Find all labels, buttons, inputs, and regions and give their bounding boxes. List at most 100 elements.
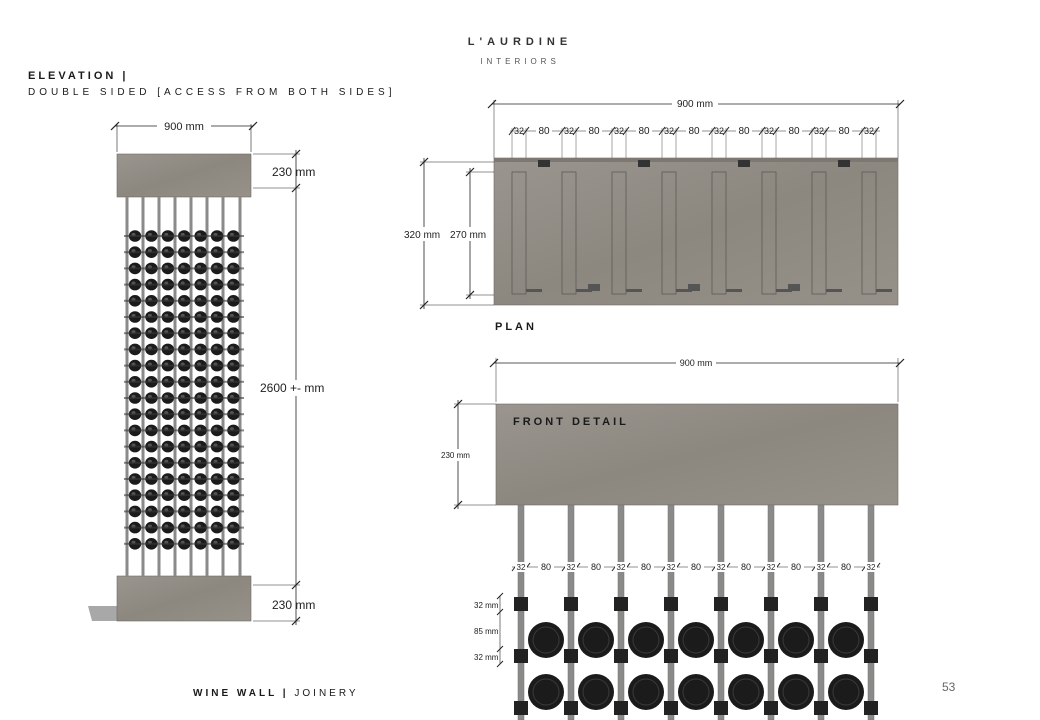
bottle-rim	[632, 678, 660, 706]
elevation-rack-bar	[124, 510, 244, 513]
plan-slot-foot	[576, 289, 592, 292]
front-dim-32: 32	[717, 563, 726, 572]
elevation-rod	[189, 197, 193, 576]
elevation-rack-bar	[124, 445, 244, 448]
plan-slot	[611, 171, 627, 295]
bottle-rim	[732, 626, 760, 654]
footer-title-bold: WINE WALL	[193, 688, 278, 699]
elevation-drawing: 900 mm 230 mm 2600 +- mm 230 mm	[88, 119, 336, 626]
elevation-rod	[141, 197, 145, 576]
front-rod-bracket	[714, 701, 728, 715]
front-dim-v-32b: 32 mm	[474, 653, 499, 662]
elevation-title: ELEVATION |	[28, 70, 129, 82]
front-dim-32: 32	[817, 563, 826, 572]
elevation-rack-bar	[124, 380, 244, 383]
front-rods	[517, 504, 875, 720]
plan-slot-foot	[826, 289, 842, 292]
plan-slot-foot	[676, 289, 692, 292]
front-dim-height: 230 mm	[441, 451, 470, 460]
plan-dim-80: 80	[588, 126, 600, 137]
elevation-rod	[221, 197, 225, 576]
front-rod-bracket	[814, 649, 828, 663]
plan-dim-80: 80	[638, 126, 650, 137]
plan-slot-foot	[626, 289, 642, 292]
plan-dim-depth-outer: 320 mm	[404, 230, 440, 241]
plan-dim-80: 80	[738, 126, 750, 137]
plan-slot-foot	[776, 289, 792, 292]
front-rod-bracket	[514, 701, 528, 715]
plan-dim-32: 32	[864, 126, 874, 136]
elevation-dim-width: 900 mm	[164, 121, 204, 133]
bottle-rim	[582, 626, 610, 654]
front-cap	[495, 403, 899, 506]
front-dim-32: 32	[767, 563, 776, 572]
front-rod-bracket	[664, 597, 678, 611]
front-rod-bracket	[714, 597, 728, 611]
front-rod	[817, 504, 825, 720]
elevation-rack-bar	[124, 478, 244, 480]
plan-bottom-block	[588, 284, 600, 291]
plan-dim-80: 80	[538, 126, 550, 137]
plan-body	[493, 157, 899, 306]
front-rod-bracket	[764, 701, 778, 715]
plan-dim-depth-inner: 270 mm	[450, 230, 486, 241]
plan-top-block	[838, 160, 850, 167]
brand-subtitle: INTERIORS	[480, 57, 560, 66]
front-dim-width: 900 mm	[680, 358, 713, 368]
brand-name: L'AURDINE	[467, 36, 573, 48]
elevation-rack-bar	[124, 348, 244, 351]
front-dim-80: 80	[741, 562, 751, 572]
plan-top-block	[738, 160, 750, 167]
bottle-rim	[732, 678, 760, 706]
bottle-rim	[782, 678, 810, 706]
elevation-rack-bar	[124, 494, 244, 497]
front-rod	[717, 504, 725, 720]
front-rod-bracket	[714, 649, 728, 663]
elevation-rack-bar	[124, 316, 244, 318]
elevation-rack-bar	[124, 461, 244, 464]
elevation-rod	[205, 197, 209, 576]
elevation-rod	[157, 197, 161, 576]
plan-dim-32: 32	[714, 126, 724, 136]
front-rod-bracket	[814, 597, 828, 611]
plan-slot	[761, 171, 777, 295]
elevation-top-cap	[116, 153, 252, 198]
plan-dim-32: 32	[814, 126, 824, 136]
bottle-rim	[532, 678, 560, 706]
front-rod	[567, 504, 575, 720]
elevation-rack-bar	[124, 299, 244, 302]
plan-dim-80: 80	[688, 126, 700, 137]
footer-title: WINE WALL | JOINERY	[193, 688, 359, 699]
front-detail-label: FRONT DETAIL	[513, 416, 629, 428]
front-rod-bracket	[664, 701, 678, 715]
elevation-rack-bar	[124, 283, 244, 286]
front-rod-bracket	[864, 701, 878, 715]
bottle-rim	[632, 626, 660, 654]
front-dim-80: 80	[641, 562, 651, 572]
front-bottles	[514, 597, 878, 715]
elevation-bottom-base	[116, 575, 252, 622]
elevation-rack-bar	[124, 267, 244, 270]
front-dim-80: 80	[841, 562, 851, 572]
plan-top-block	[538, 160, 550, 167]
elevation-bottles	[124, 230, 244, 550]
page-number: 53	[942, 680, 956, 694]
plan-slot	[661, 171, 677, 295]
front-rod-bracket	[864, 597, 878, 611]
bottle-rim	[532, 626, 560, 654]
plan-slot	[711, 171, 727, 295]
front-rod	[517, 504, 525, 720]
elevation-rod	[238, 197, 242, 576]
plan-bottom-block	[688, 284, 700, 291]
elevation-subtitle: DOUBLE SIDED [ACCESS FROM BOTH SIDES]	[28, 87, 396, 98]
front-rod	[667, 504, 675, 720]
elevation-dim-bottom: 230 mm	[272, 598, 315, 612]
footer-title-separator: |	[277, 688, 295, 699]
plan-slot	[511, 171, 527, 295]
front-rod-bracket	[764, 597, 778, 611]
elevation-rack-bar	[124, 542, 244, 545]
elevation-rack-bar	[124, 413, 244, 416]
bottle-rim	[832, 678, 860, 706]
